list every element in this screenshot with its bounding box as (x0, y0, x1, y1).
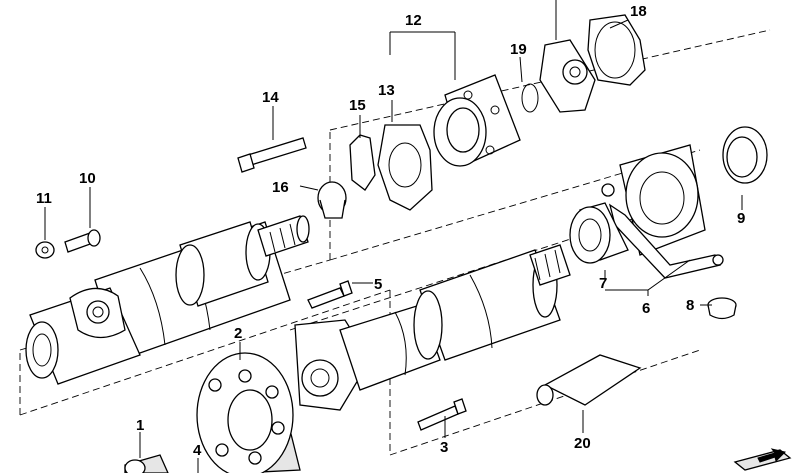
callout-12: 12 (405, 12, 422, 29)
callout-18: 18 (630, 3, 647, 20)
callout-15: 15 (349, 97, 366, 114)
callout-9: 9 (737, 210, 745, 227)
callout-20: 20 (574, 435, 591, 452)
circlip-19 (521, 83, 539, 113)
callout-6: 6 (642, 300, 650, 317)
bolt-14 (237, 137, 307, 173)
centering-ring-13 (377, 124, 433, 211)
bolt-5 (307, 280, 353, 309)
lock-plate-15 (349, 134, 376, 191)
callout-2: 2 (234, 325, 242, 342)
callout-16: 16 (272, 179, 289, 196)
callout-7: 7 (599, 275, 607, 292)
flex-disc-2 (196, 352, 301, 473)
grommet-8 (707, 297, 737, 320)
callout-14: 14 (262, 89, 279, 106)
ball-bearing-7 (569, 202, 629, 264)
callout-10: 10 (79, 170, 96, 187)
bolt-10 (64, 229, 101, 253)
arrow-icon (733, 448, 792, 471)
washer-11 (35, 241, 55, 259)
callout-19: 19 (510, 41, 527, 58)
rear-shaft-tube (413, 244, 571, 361)
grease-tube-20 (536, 354, 642, 406)
bolt-3 (417, 398, 467, 431)
centering-disc-18 (587, 14, 646, 86)
callout-1: 1 (136, 417, 144, 434)
leader-lines (44, 0, 743, 473)
hose-clamp-16 (317, 181, 347, 219)
front-shaft-assembly (25, 215, 310, 385)
callout-3: 3 (440, 439, 448, 456)
callout-8: 8 (686, 297, 694, 314)
callout-13: 13 (378, 82, 395, 99)
callout-11: 11 (36, 190, 52, 207)
seal-ring-9 (722, 126, 768, 184)
callout-5: 5 (374, 276, 382, 293)
bush-1 (124, 454, 169, 473)
callouts: 12 13 14 15 16 18 19 10 11 9 7 6 8 5 2 1… (36, 3, 745, 459)
center-bearing-6 (601, 144, 724, 279)
flange-coupling-12 (433, 74, 521, 167)
callout-4: 4 (193, 442, 202, 459)
flex-boot (539, 39, 596, 113)
